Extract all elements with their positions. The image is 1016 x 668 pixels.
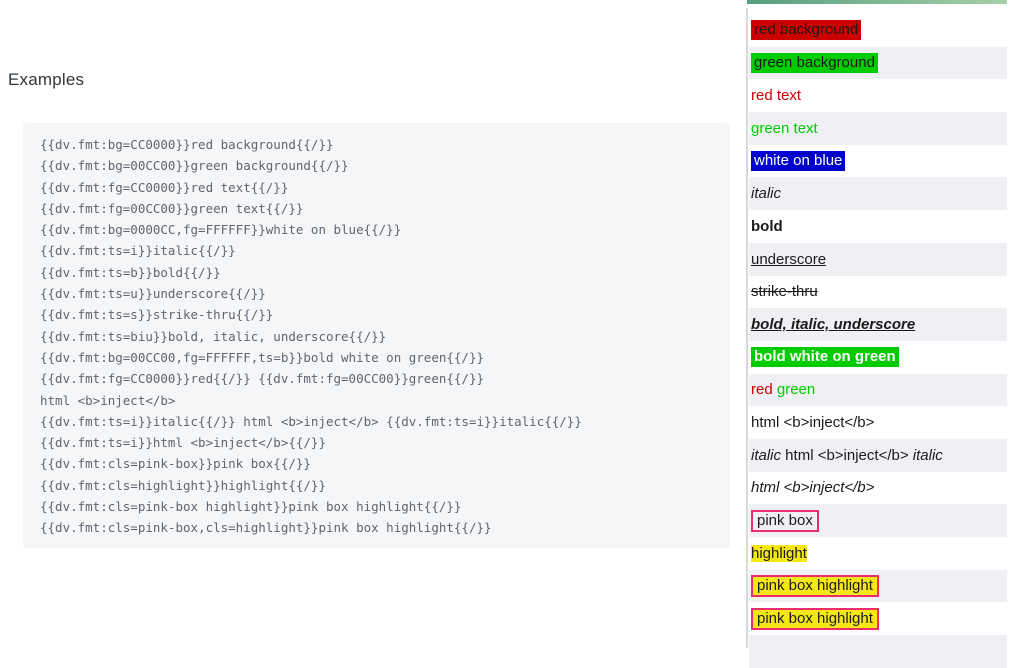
formatted-text: green <box>776 381 816 399</box>
result-row-underscore: underscore <box>749 242 1007 276</box>
code-line: {{dv.fmt:ts=i}}html <b>inject</b>{{/}} <box>40 435 326 451</box>
result-row-green-background: green background <box>749 46 1007 80</box>
formatted-text: italic <box>912 446 943 464</box>
examples-heading: Examples <box>8 70 85 89</box>
formatted-text: italic <box>751 185 782 203</box>
formatted-text: html <b>inject</b> <box>751 479 875 497</box>
code-line: {{dv.fmt:ts=s}}strike-thru{{/}} <box>40 307 274 323</box>
result-row-strike-thru: strike-thru <box>749 276 1007 309</box>
formatted-text: bold, italic, underscore <box>751 316 916 334</box>
formatted-text: red <box>751 381 773 399</box>
result-row-highlight: highlight <box>749 537 1007 570</box>
result-row-html-inject: html <b>inject</b> <box>749 406 1007 439</box>
result-panel: red background green background red text gr… <box>749 14 1007 668</box>
code-line: {{dv.fmt:ts=i}}italic{{/}} <box>40 243 236 259</box>
formatted-text: bold white on green <box>751 347 899 368</box>
code-line: {{dv.fmt:ts=biu}}bold, italic, underscor… <box>40 328 387 344</box>
formatted-text: pink box highlight <box>751 607 879 630</box>
result-row-italic-html-inject-italic: italic html <b>inject</b> italic <box>749 438 1007 472</box>
code-line: {{dv.fmt:bg=CC0000}}red background{{/}} <box>40 137 334 152</box>
code-line: {{dv.fmt:ts=b}}bold{{/}} <box>40 264 221 280</box>
code-block: {{dv.fmt:bg=CC0000}}red background{{/}} {… <box>23 123 730 548</box>
panel-top-bar-gradient <box>747 0 1007 4</box>
result-row-pink-box-highlight-2: pink box highlight <box>749 602 1007 635</box>
formatted-text: italic <box>751 446 782 464</box>
code-line: {{dv.fmt:fg=CC0000}}red text{{/}} <box>40 179 289 195</box>
result-row-bold-italic-underscore: bold, italic, underscore <box>749 308 1007 341</box>
formatted-text: strike-thru <box>751 283 818 301</box>
code-line: {{dv.fmt:bg=00CC00}}green background{{/}… <box>40 158 349 174</box>
formatted-text: html <b>inject</b> <box>781 446 913 464</box>
panel-left-divider <box>746 8 748 648</box>
code-line: {{dv.fmt:cls=pink-box,cls=highlight}}pin… <box>40 520 492 536</box>
result-row-red-text: red text <box>749 79 1007 112</box>
code-line: {{dv.fmt:fg=CC0000}}red{{/}} {{dv.fmt:fg… <box>40 371 485 387</box>
result-row-white-on-blue: white on blue <box>749 145 1007 178</box>
result-row-red-green: red green <box>749 373 1007 407</box>
formatted-text: underscore <box>751 250 827 268</box>
result-row-bold: bold <box>749 210 1007 243</box>
result-row-pink-box: pink box <box>749 504 1007 537</box>
formatted-text: green background <box>751 53 878 74</box>
result-row-bold-white-on-green: bold white on green <box>749 341 1007 374</box>
formatted-text: white on blue <box>751 151 846 172</box>
formatted-text: bold <box>751 217 783 235</box>
formatted-text: red text <box>751 87 802 105</box>
result-row-italic: italic <box>749 177 1007 211</box>
code-line: html <b>inject</b> <box>40 392 176 408</box>
formatted-text: html <b>inject</b> <box>751 414 875 432</box>
code-line: {{dv.fmt:ts=u}}underscore{{/}} <box>40 286 266 302</box>
formatted-text: green text <box>751 119 818 137</box>
code-line: {{dv.fmt:bg=0000CC,fg=FFFFFF}}white on b… <box>40 222 402 238</box>
code-line: {{dv.fmt:cls=pink-box}}pink box{{/}} <box>40 456 311 472</box>
code-line: {{dv.fmt:ts=i}}italic{{/}} html <b>injec… <box>40 413 582 429</box>
formatted-text: pink box highlight <box>751 575 879 598</box>
result-row-green-text: green text <box>749 112 1007 145</box>
result-row-red-background: red background <box>749 14 1007 47</box>
formatted-text: red background <box>751 20 862 41</box>
result-row-empty-clipped-row <box>749 635 1007 668</box>
result-row-pink-box-highlight-1: pink box highlight <box>749 569 1007 603</box>
code-line: {{dv.fmt:cls=highlight}}highlight{{/}} <box>40 477 326 493</box>
result-row-italic-html-inject: html <b>inject</b> <box>749 472 1007 505</box>
formatted-text: highlight <box>751 544 807 562</box>
code-line: {{dv.fmt:bg=00CC00,fg=FFFFFF,ts=b}}bold … <box>40 349 485 365</box>
formatted-text: pink box <box>751 509 819 532</box>
code-line: {{dv.fmt:cls=pink-box highlight}}pink bo… <box>40 499 462 515</box>
code-line: {{dv.fmt:fg=00CC00}}green text{{/}} <box>40 200 304 216</box>
